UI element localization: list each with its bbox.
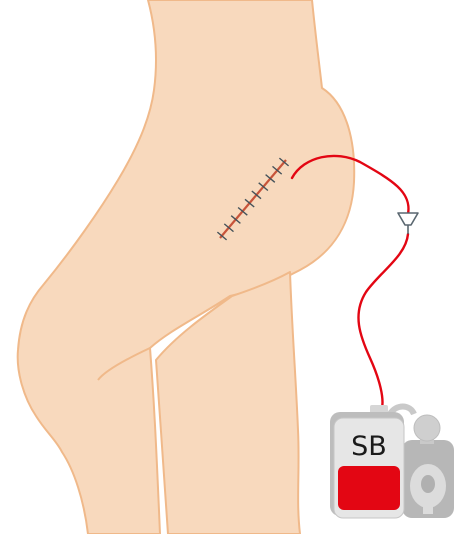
drain-tube-lower [358,234,408,408]
funnel-connector-icon [398,213,418,234]
drain-bottle: SB [330,405,454,518]
blood-reservoir [338,466,400,510]
device-label: SB [351,431,387,462]
bellows-bulb-icon [402,415,454,518]
leg-illustration [18,0,355,534]
